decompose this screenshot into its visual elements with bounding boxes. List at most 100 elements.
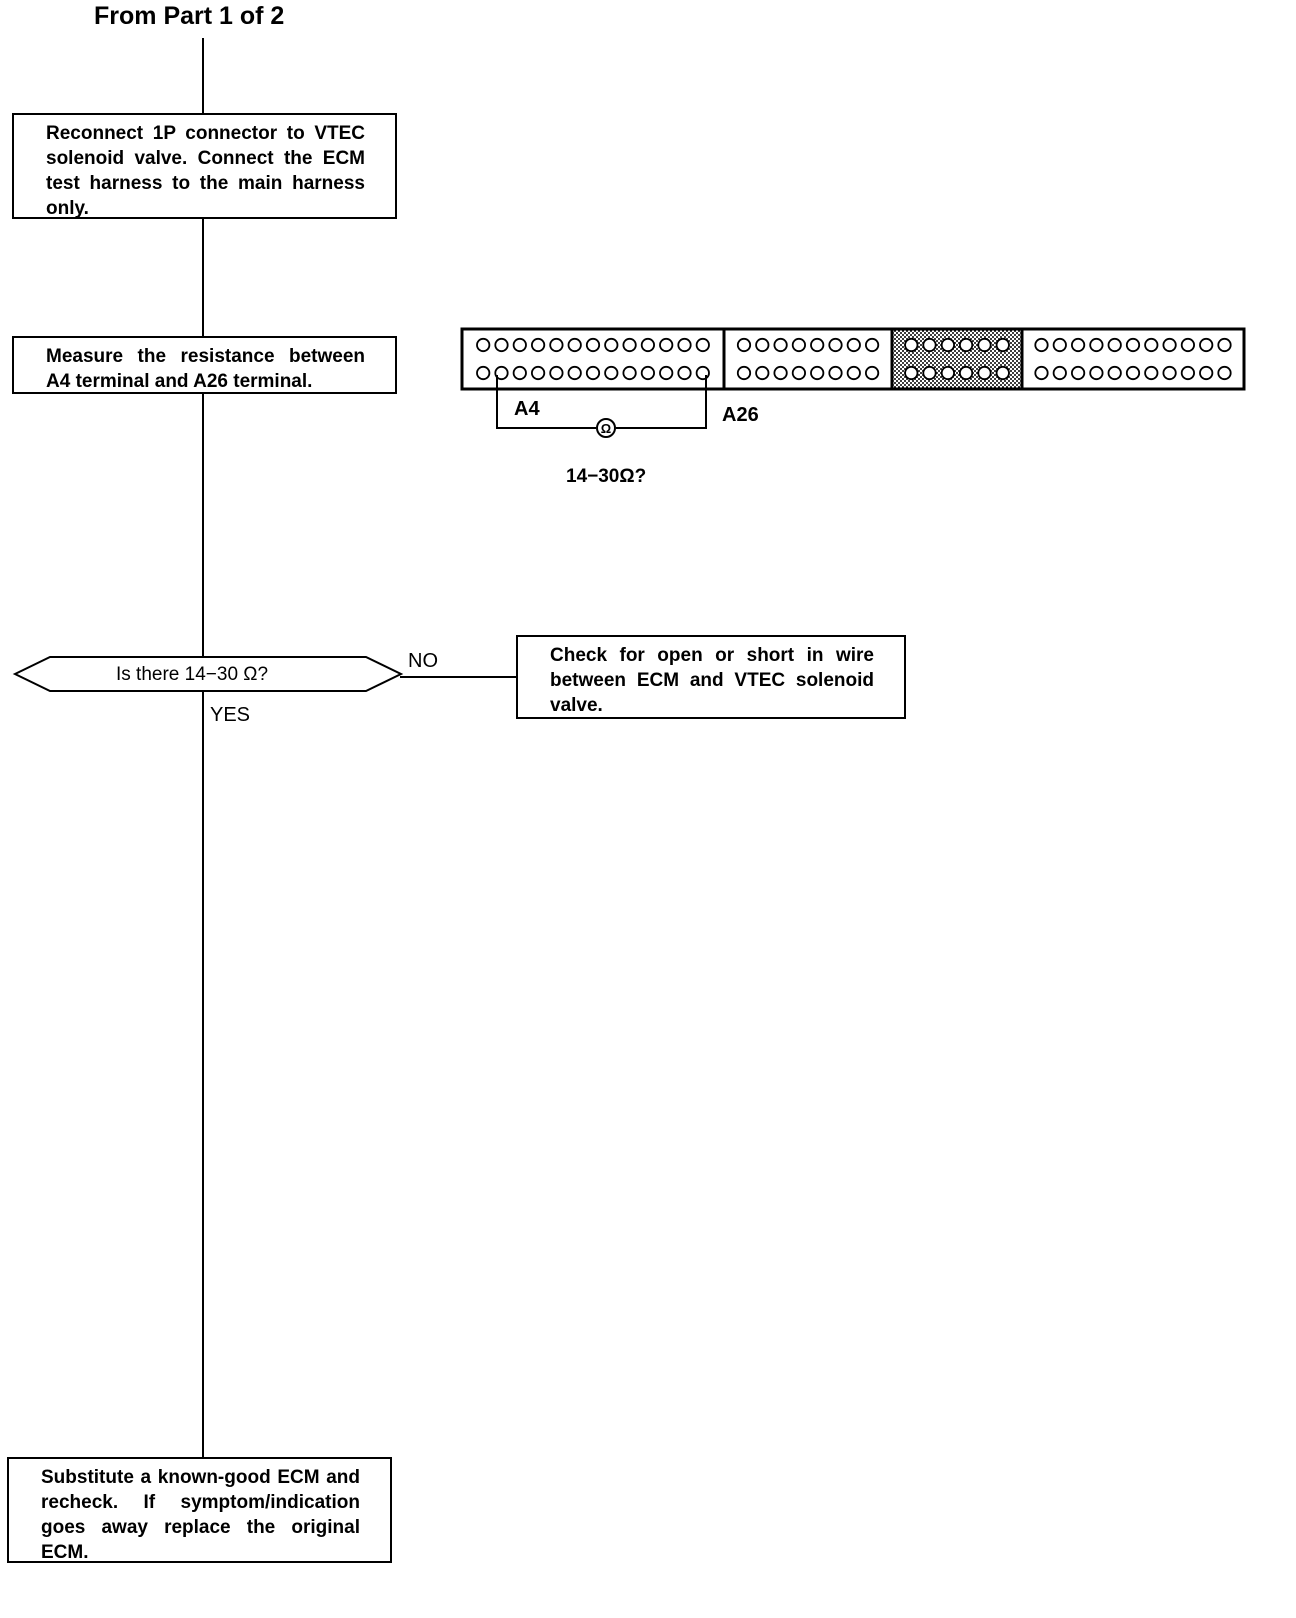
connector-pin bbox=[995, 365, 1010, 381]
connector-pin bbox=[864, 337, 880, 353]
connector-pin bbox=[604, 337, 619, 353]
connector-pin bbox=[549, 337, 564, 353]
connector-pin bbox=[1144, 365, 1159, 381]
connector-pin bbox=[755, 365, 770, 381]
connector-pin bbox=[773, 365, 788, 381]
connector-pin bbox=[512, 365, 527, 381]
connector-pin bbox=[977, 337, 992, 353]
step-reconnect-text: Reconnect 1P connector to VTEC solenoid … bbox=[46, 123, 365, 219]
connector-pin bbox=[1125, 337, 1141, 353]
branch-no-label: NO bbox=[408, 650, 438, 672]
connector-pin bbox=[828, 365, 843, 381]
probe-wire-a4 bbox=[496, 375, 596, 429]
page-title: From Part 1 of 2 bbox=[94, 2, 285, 30]
connector-section-2 bbox=[722, 327, 894, 391]
connector-pin bbox=[958, 365, 974, 381]
connector-pin bbox=[1162, 337, 1177, 353]
connector-pin bbox=[549, 365, 564, 381]
connector-pin bbox=[476, 337, 491, 353]
connector-pin bbox=[1089, 337, 1104, 353]
connector-pin bbox=[659, 337, 674, 353]
connector-pin bbox=[1180, 365, 1196, 381]
connector-pin bbox=[640, 365, 656, 381]
connector-pin bbox=[1217, 365, 1232, 381]
connector-pin bbox=[736, 365, 752, 381]
step-reconnect-box: Reconnect 1P connector to VTEC solenoid … bbox=[12, 113, 397, 219]
step-no-action-box: Check for open or short in wire between … bbox=[516, 635, 906, 719]
connector-pin bbox=[1199, 337, 1214, 353]
connector-pin bbox=[1144, 337, 1159, 353]
connector-pin bbox=[512, 337, 527, 353]
flow-line-main bbox=[202, 38, 204, 1458]
step-measure-text: Measure the resistance between A4 termin… bbox=[46, 346, 365, 392]
connector-pin bbox=[622, 365, 637, 381]
connector-pin bbox=[1034, 365, 1049, 381]
connector-pin bbox=[695, 365, 710, 381]
connector-pin bbox=[1199, 365, 1214, 381]
step-substitute-text: Substitute a known-good ECM and recheck.… bbox=[41, 1467, 360, 1563]
connector-pin bbox=[622, 337, 637, 353]
connector-pin bbox=[640, 337, 656, 353]
connector-pin bbox=[1217, 337, 1232, 353]
connector-pin bbox=[677, 337, 692, 353]
connector-pin bbox=[904, 337, 919, 353]
flow-line-no bbox=[400, 676, 518, 678]
probe-wire-a26 bbox=[616, 375, 707, 429]
connector-pin bbox=[977, 365, 992, 381]
connector-pin bbox=[567, 337, 582, 353]
connector-pin bbox=[1052, 337, 1067, 353]
connector-pin bbox=[530, 337, 546, 353]
connector-pin bbox=[810, 337, 825, 353]
connector-pin bbox=[922, 337, 937, 353]
connector-pin bbox=[1071, 365, 1086, 381]
connector-pin bbox=[864, 365, 880, 381]
connector-pin bbox=[940, 337, 956, 353]
resistance-question: 14−30Ω? bbox=[566, 466, 646, 487]
step-measure-box: Measure the resistance between A4 termin… bbox=[12, 336, 397, 394]
connector-pin bbox=[810, 365, 825, 381]
connector-pin bbox=[791, 337, 807, 353]
connector-pin bbox=[659, 365, 674, 381]
connector-pin bbox=[773, 337, 788, 353]
connector-pin bbox=[585, 337, 601, 353]
ohmmeter-icon bbox=[596, 418, 616, 438]
connector-pin bbox=[1089, 365, 1104, 381]
connector-pin bbox=[1180, 337, 1196, 353]
step-substitute-box: Substitute a known-good ECM and recheck.… bbox=[7, 1457, 392, 1563]
ohmmeter-symbol: Ω bbox=[601, 421, 611, 436]
connector-pin bbox=[1107, 337, 1122, 353]
connector-pin bbox=[958, 337, 974, 353]
connector-pin bbox=[1034, 337, 1049, 353]
connector-pin bbox=[494, 365, 509, 381]
connector-pin bbox=[567, 365, 582, 381]
decision-text: Is there 14−30 Ω? bbox=[116, 664, 269, 685]
connector-pin bbox=[791, 365, 807, 381]
connector-pin bbox=[922, 365, 937, 381]
connector-pin bbox=[494, 337, 509, 353]
connector-pin bbox=[1052, 365, 1067, 381]
connector-pin bbox=[476, 365, 491, 381]
decision-shape bbox=[12, 656, 404, 692]
connector-pin bbox=[995, 337, 1010, 353]
connector-pin bbox=[1071, 337, 1086, 353]
connector-pin bbox=[904, 365, 919, 381]
terminal-a4-label: A4 bbox=[514, 398, 540, 420]
connector-body bbox=[460, 327, 1246, 391]
connector-pin bbox=[736, 337, 752, 353]
branch-yes-label: YES bbox=[210, 704, 251, 726]
connector-pin bbox=[846, 365, 861, 381]
connector-pin bbox=[1107, 365, 1122, 381]
connector-pin bbox=[1162, 365, 1177, 381]
connector-pin bbox=[940, 365, 956, 381]
terminal-a26-label: A26 bbox=[722, 404, 759, 426]
connector-pin bbox=[604, 365, 619, 381]
connector-pin bbox=[1125, 365, 1141, 381]
connector-pin bbox=[585, 365, 601, 381]
connector-pin bbox=[846, 337, 861, 353]
connector-pin bbox=[677, 365, 692, 381]
connector-pin bbox=[530, 365, 546, 381]
connector-pin bbox=[828, 337, 843, 353]
step-no-action-text: Check for open or short in wire between … bbox=[550, 645, 874, 716]
connector-pin bbox=[695, 337, 710, 353]
